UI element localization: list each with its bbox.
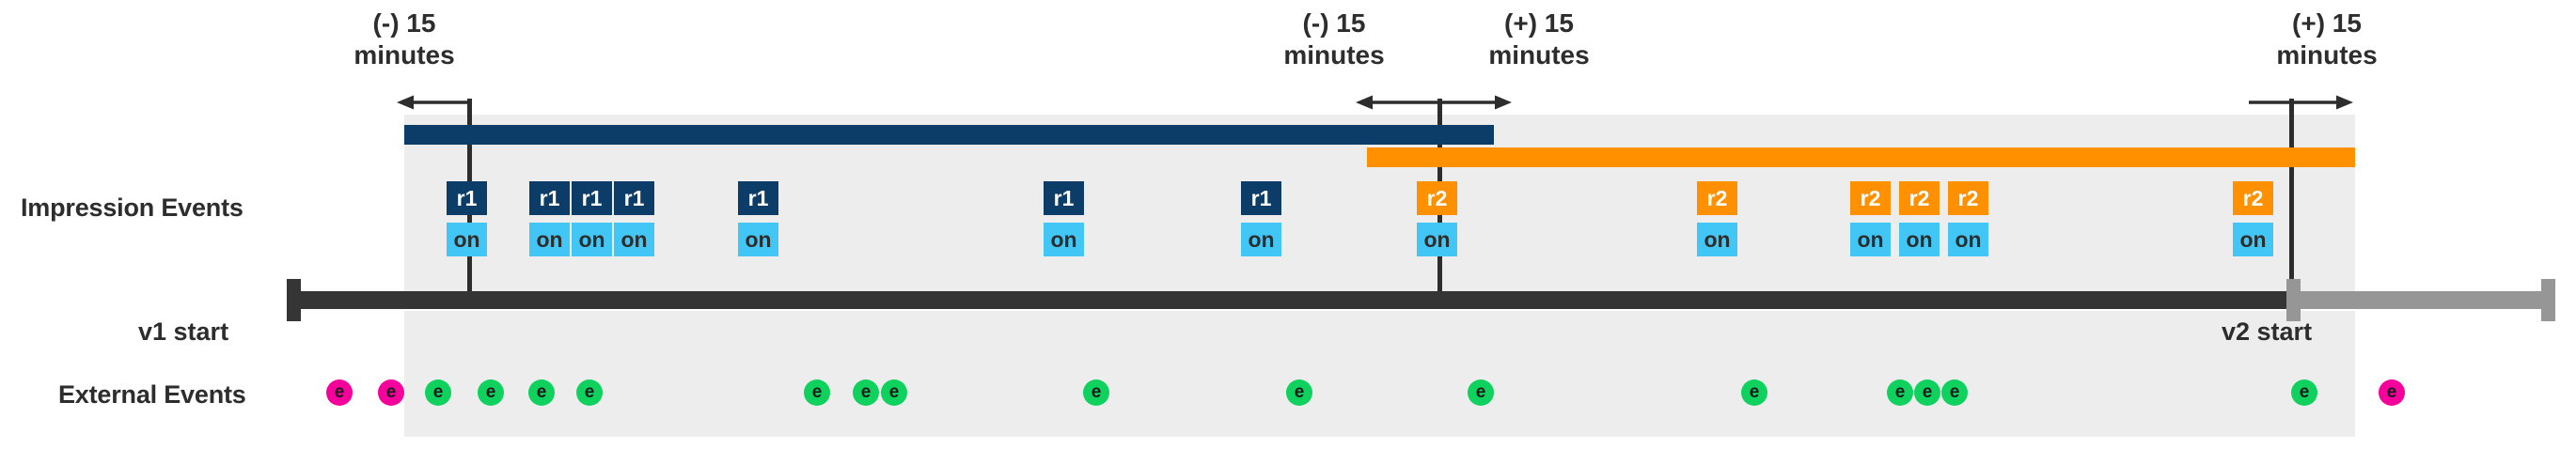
impression-badge-r1: r1 [447, 181, 487, 215]
version-bar-v1 [404, 125, 1494, 145]
external-event-dot: e [853, 379, 879, 406]
impression-badge-on: on [1241, 223, 1281, 256]
marker-line-v2-boundary [2289, 99, 2294, 296]
annotation-line1: (-) 15 [372, 8, 436, 38]
external-event-dot: e [1468, 379, 1494, 406]
annotation-line1: (+) 15 [2292, 8, 2362, 38]
annotation-minus15-mid: (-) 15 minutes [1240, 8, 1428, 71]
impression-badge-r1: r1 [1044, 181, 1084, 215]
external-event-dot: e [2291, 379, 2317, 406]
external-event-dot: e [326, 379, 353, 406]
impression-badge-on: on [529, 223, 570, 256]
external-event-dot: e [378, 379, 404, 406]
row-label-impression-events: Impression Events [21, 193, 243, 222]
impression-badge-on: on [1697, 223, 1737, 256]
external-event-dot: e [478, 379, 504, 406]
external-event-dot: e [1887, 379, 1913, 406]
external-event-dot: e [804, 379, 830, 406]
impression-badge-on: on [614, 223, 654, 256]
arrow-plus15-right-icon [2249, 95, 2353, 110]
arrow-minus15-left-icon [397, 95, 472, 110]
annotation-minus15-left: (-) 15 minutes [310, 8, 498, 71]
annotation-plus15-mid: (+) 15 minutes [1445, 8, 1633, 71]
impression-badge-on: on [1899, 223, 1940, 256]
impression-badge-r2: r2 [1899, 181, 1940, 215]
axis-line-future [2286, 291, 2555, 309]
annotation-line2: minutes [1488, 40, 1590, 70]
axis-caption-v1-start: v1 start [138, 317, 229, 346]
external-event-dot: e [425, 379, 451, 406]
version-bar-v2 [1367, 147, 2355, 167]
impression-badge-r2: r2 [2233, 181, 2273, 215]
impression-badge-on: on [738, 223, 778, 256]
row-label-external-events: External Events [58, 380, 246, 409]
external-event-dot: e [2379, 379, 2405, 406]
annotation-line2: minutes [2276, 40, 2378, 70]
external-event-dot: e [1286, 379, 1312, 406]
annotation-line1: (-) 15 [1302, 8, 1366, 38]
impression-badge-on: on [447, 223, 487, 256]
external-event-dot: e [528, 379, 555, 406]
impression-badge-r1: r1 [572, 181, 612, 215]
impression-badge-r1: r1 [529, 181, 570, 215]
axis-line-active [287, 291, 2291, 309]
annotation-plus15-right: (+) 15 minutes [2233, 8, 2421, 71]
axis-caption-v2-start: v2 start [2222, 317, 2313, 346]
external-event-dot: e [1741, 379, 1767, 406]
impression-badge-on: on [1850, 223, 1891, 256]
impression-badge-r2: r2 [1948, 181, 1988, 215]
impression-badge-r1: r1 [614, 181, 654, 215]
impression-badge-on: on [1948, 223, 1988, 256]
impression-badge-on: on [2233, 223, 2273, 256]
impression-badge-on: on [1044, 223, 1084, 256]
impression-badge-r1: r1 [738, 181, 778, 215]
impression-badge-r2: r2 [1850, 181, 1891, 215]
external-event-dot: e [1941, 379, 1968, 406]
external-event-dot: e [881, 379, 907, 406]
axis-end-cap [2541, 279, 2555, 321]
annotation-line2: minutes [353, 40, 455, 70]
impression-badge-r1: r1 [1241, 181, 1281, 215]
arrow-plusminus15-mid-icon [1356, 95, 1512, 110]
annotation-line2: minutes [1283, 40, 1385, 70]
external-event-dot: e [576, 379, 603, 406]
impression-badge-r2: r2 [1417, 181, 1457, 215]
external-event-dot: e [1914, 379, 1940, 406]
external-zone-panel [404, 311, 2355, 437]
impression-badge-on: on [1417, 223, 1457, 256]
impression-badge-r2: r2 [1697, 181, 1737, 215]
impression-badge-on: on [572, 223, 612, 256]
external-event-dot: e [1083, 379, 1109, 406]
annotation-line1: (+) 15 [1504, 8, 1574, 38]
